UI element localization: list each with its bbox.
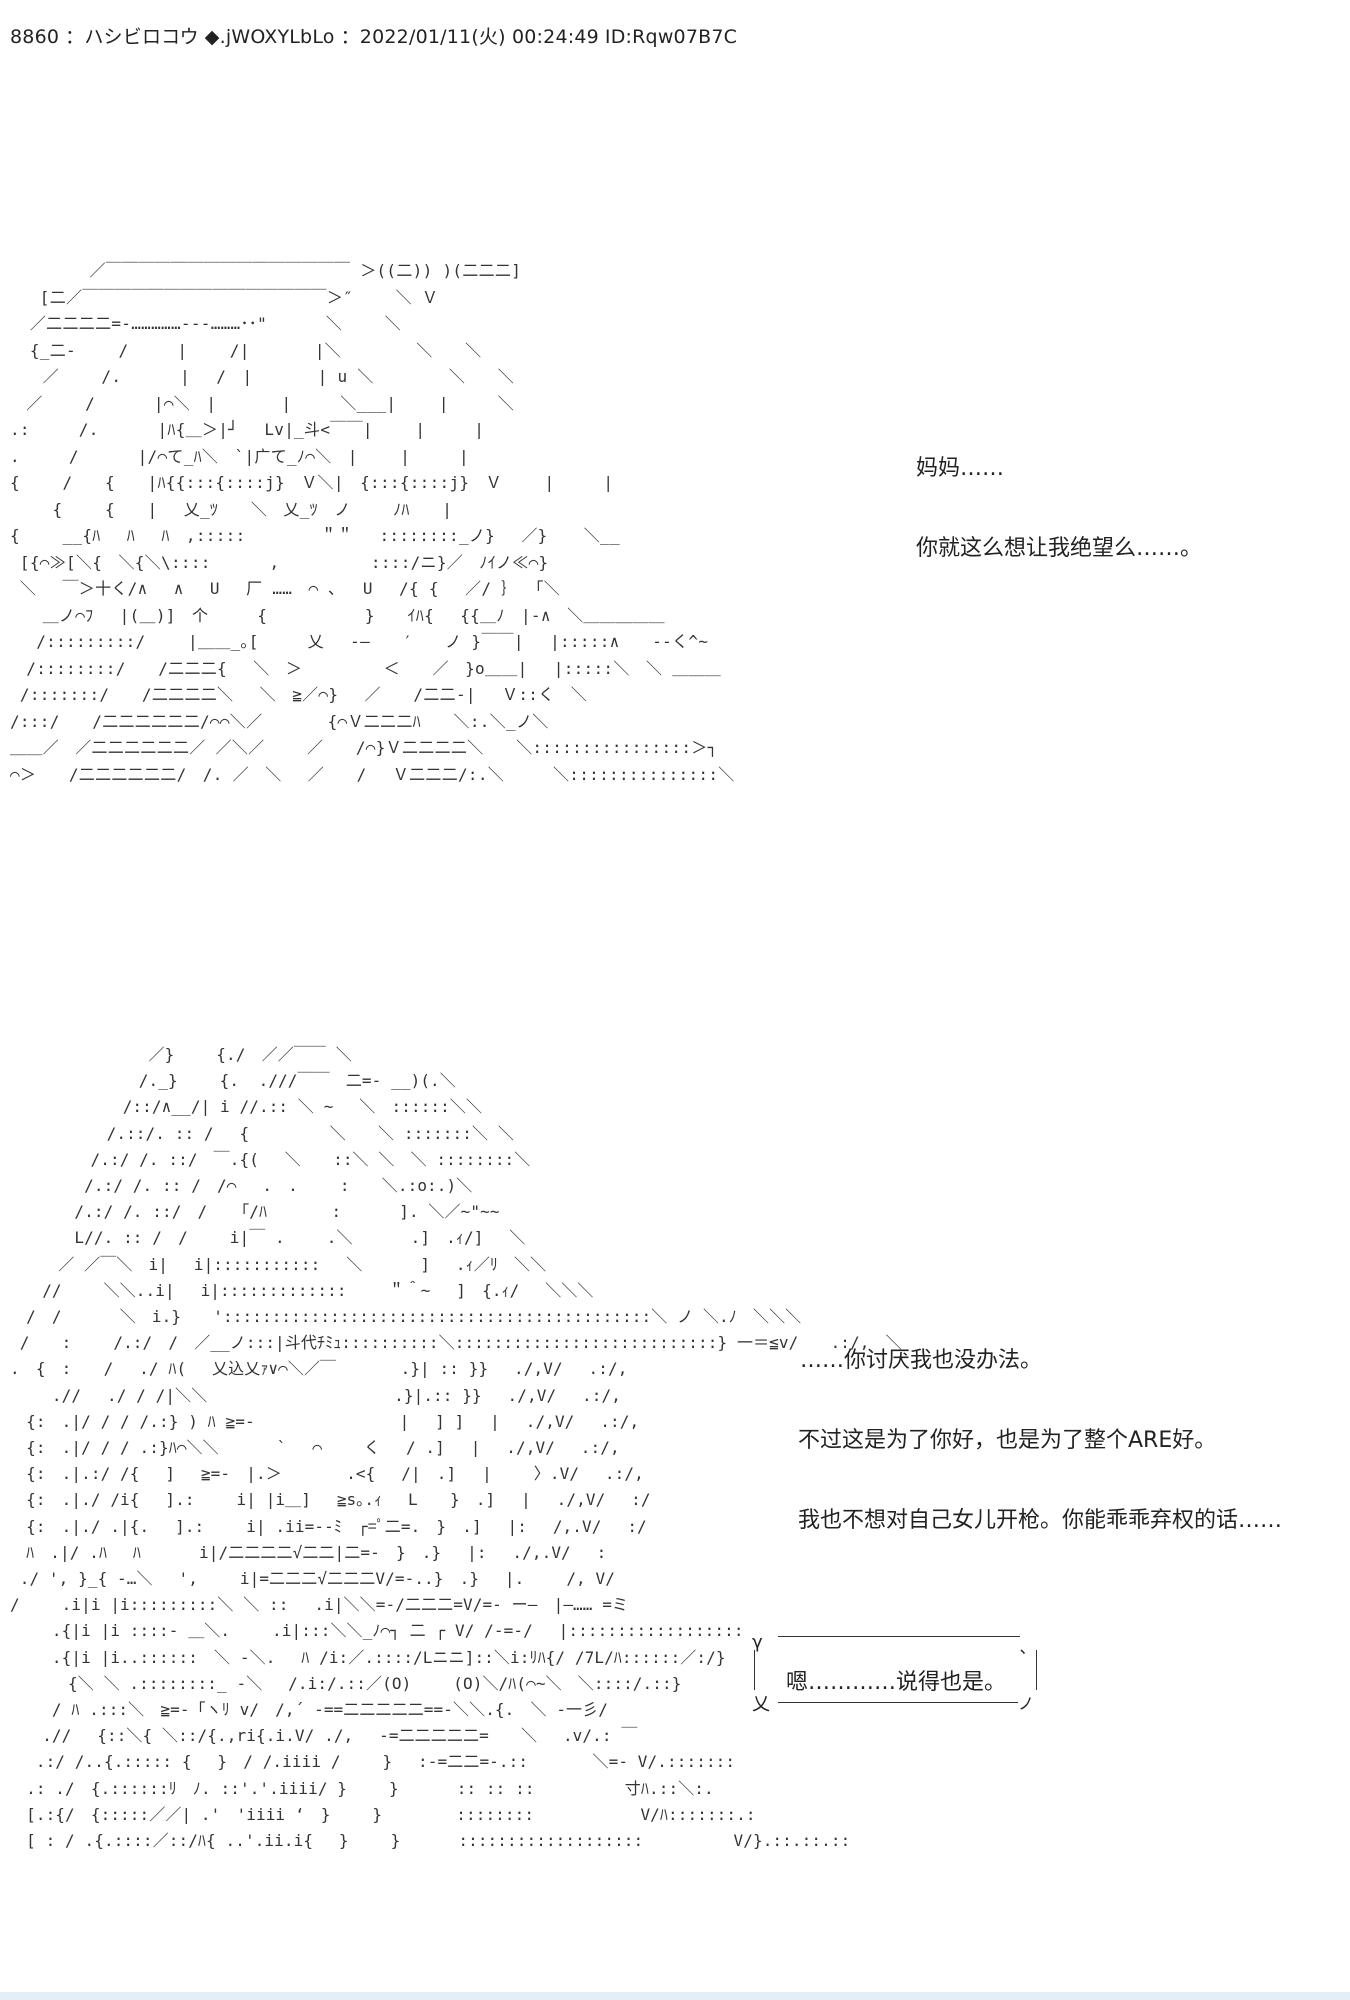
poster-name: ：ハシビロコウ (65, 26, 199, 48)
bubble-corner-bottom-left: 乂 (752, 1694, 770, 1715)
ascii-art-panel-2: ／} {./ ／／￣￣ ＼ /._} {. .///￣￣ 二=- __)(.＼ … (10, 1045, 902, 1851)
post-id: ID:Rqw07B7C (604, 26, 738, 48)
ascii-art-panel-1: ／￣￣￣￣￣￣￣￣￣￣￣￣￣￣￣ ＞((二)) )(二二二] [二／￣￣￣￣￣￣… (10, 261, 735, 784)
page-bottom-bar (0, 1992, 1350, 2000)
bubble-corner-top-right: ､ (1020, 1638, 1029, 1657)
bubble-bottom-border (778, 1702, 1018, 1703)
bubble-corner-top-left: γ (752, 1632, 763, 1653)
poster-trip: ◆.jWOXYLbLo (204, 26, 335, 48)
bubble-corner-bottom-right: ノ (1018, 1694, 1035, 1713)
bubble-text: 嗯…………说得也是。 (786, 1670, 1007, 1695)
dialogue-line-3: ……你讨厌我也没办法。 (800, 1348, 1043, 1373)
speech-bubble: γ ､ 嗯…………说得也是。 乂 ノ (752, 1628, 1038, 1718)
post-number: 8860 (10, 26, 60, 48)
dialogue-line-5: 我也不想对自己女儿开枪。你能乖乖弃权的话…… (798, 1508, 1283, 1533)
dialogue-line-2: 你就这么想让我绝望么……。 (916, 536, 1203, 561)
post-header: 8860：ハシビロコウ◆.jWOXYLbLo：2022/01/11(火) 00:… (10, 22, 743, 49)
dialogue-line-4: 不过这是为了你好，也是为了整个ARE好。 (798, 1428, 1217, 1453)
bubble-top-border (778, 1636, 1020, 1637)
post-date: ：2022/01/11(火) 00:24:49 (340, 26, 599, 48)
bubble-right-border (1036, 1650, 1037, 1690)
dialogue-line-1: 妈妈…… (916, 456, 1005, 481)
bubble-left-border (754, 1650, 755, 1690)
